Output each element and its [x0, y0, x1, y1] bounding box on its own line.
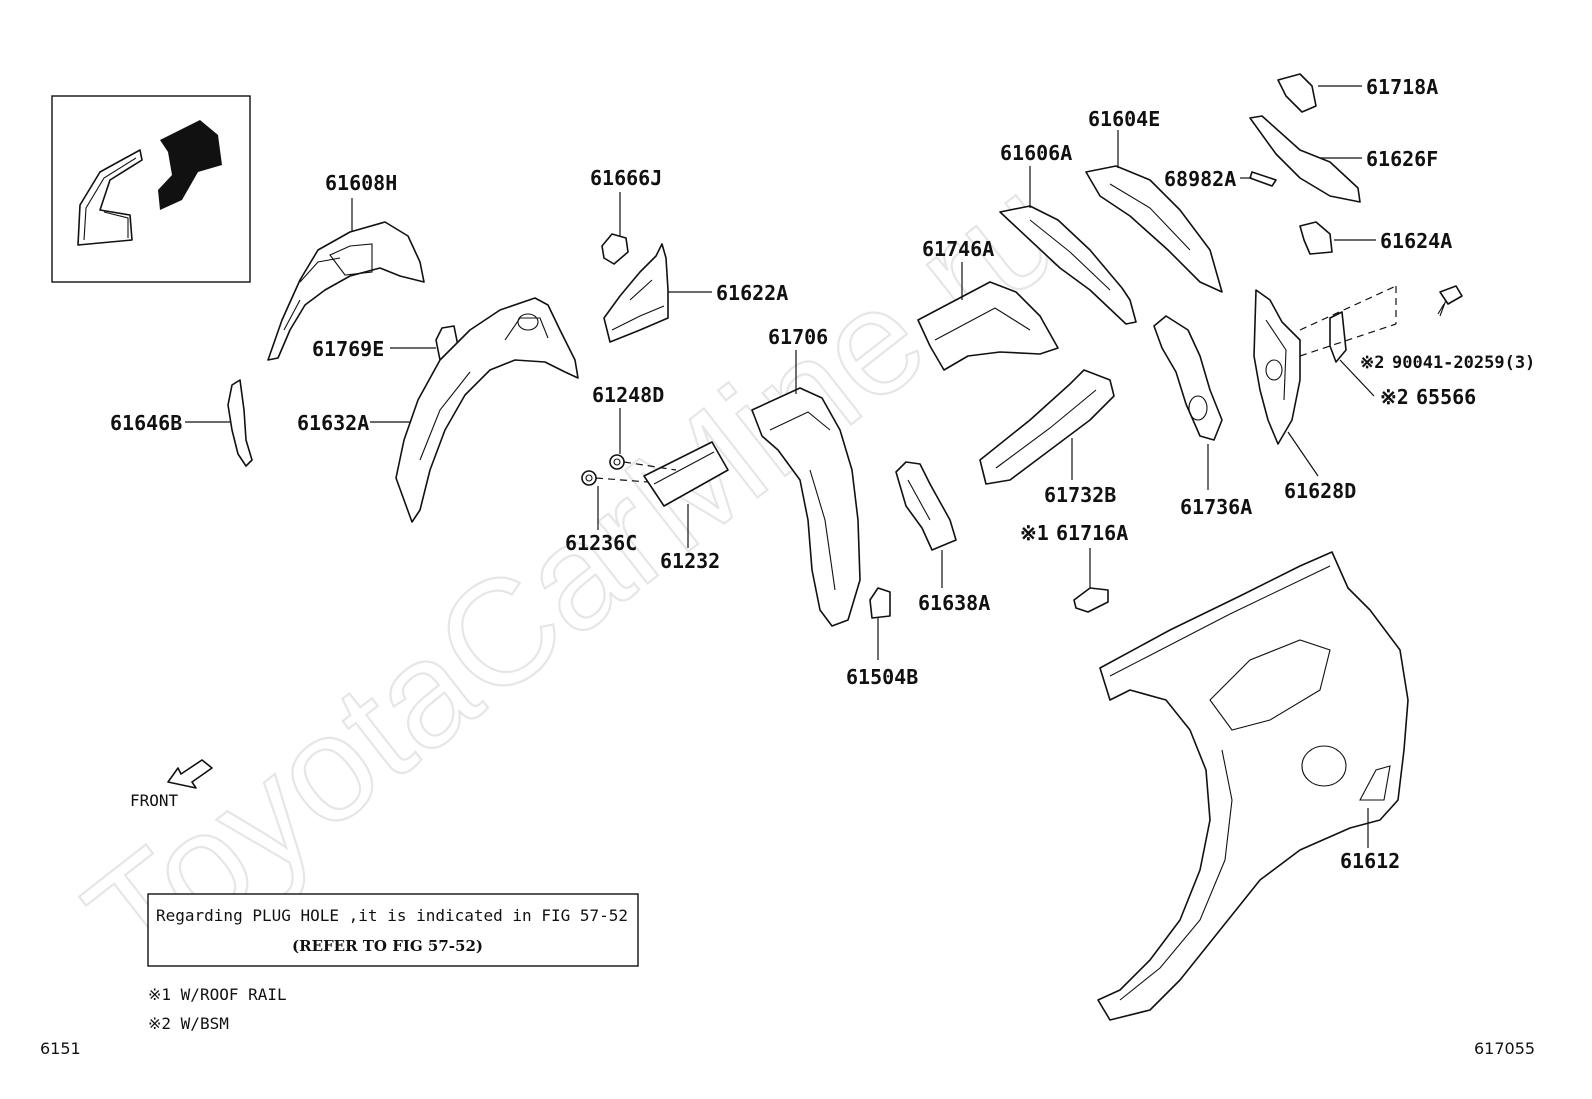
part-68982A[interactable] [1249, 171, 1277, 187]
mark-61716A: ※1 [1020, 521, 1049, 545]
label-61612[interactable]: 61612 [1340, 849, 1400, 873]
part-61624A[interactable] [1299, 221, 1333, 255]
label-61628D[interactable]: 61628D [1284, 479, 1356, 503]
label-90041-20259[interactable]: 90041-20259(3) [1392, 353, 1535, 373]
label-61236C[interactable]: 61236C [565, 531, 637, 555]
mark-90041: ※2 [1360, 353, 1384, 373]
part-61622A[interactable] [603, 243, 669, 343]
vehicle-body-locator-icon [51, 95, 251, 283]
part-61232[interactable] [643, 441, 729, 507]
legend-note-1: ※1 W/ROOF RAIL [148, 985, 287, 1004]
part-65566[interactable] [1329, 311, 1347, 363]
part-61604E[interactable] [1085, 165, 1223, 293]
part-61608H[interactable] [267, 221, 425, 361]
part-61718A[interactable] [1277, 73, 1317, 113]
front-label: FRONT [130, 791, 179, 810]
label-61624A[interactable]: 61624A [1380, 229, 1452, 253]
label-61646B[interactable]: 61646B [110, 411, 182, 435]
front-arrow-icon [167, 759, 213, 789]
label-61769E[interactable]: 61769E [312, 337, 384, 361]
label-61736A[interactable]: 61736A [1180, 495, 1252, 519]
label-65566[interactable]: 65566 [1416, 385, 1476, 409]
part-61646B[interactable] [227, 379, 253, 467]
part-61248D[interactable] [609, 454, 625, 470]
note-line-2: (REFER TO FIG 57-52) [292, 937, 483, 955]
label-61248D[interactable]: 61248D [592, 383, 664, 407]
part-61736A[interactable] [1153, 315, 1223, 441]
label-61608H[interactable]: 61608H [325, 171, 397, 195]
page-code-left: 6151 [40, 1039, 81, 1058]
label-61732B[interactable]: 61732B [1044, 483, 1116, 507]
label-61666J[interactable]: 61666J [590, 166, 662, 190]
part-61628D[interactable] [1253, 289, 1301, 445]
part-61666J[interactable] [601, 233, 629, 265]
part-61504B[interactable] [869, 587, 891, 619]
label-61638A[interactable]: 61638A [918, 591, 990, 615]
part-61746A[interactable] [917, 281, 1059, 371]
label-61232[interactable]: 61232 [660, 549, 720, 573]
part-61606A[interactable] [999, 205, 1137, 325]
part-90041-20259[interactable] [1437, 285, 1463, 317]
part-61716A[interactable] [1073, 587, 1109, 613]
note-box [147, 893, 639, 967]
label-61718A[interactable]: 61718A [1366, 75, 1438, 99]
mark-65566: ※2 [1380, 385, 1409, 409]
part-61632A[interactable] [395, 297, 579, 523]
part-61732B[interactable] [979, 369, 1115, 485]
part-61706[interactable] [751, 387, 861, 627]
part-61612[interactable] [1097, 551, 1409, 1021]
label-68982A[interactable]: 68982A [1164, 167, 1236, 191]
label-61606A[interactable]: 61606A [1000, 141, 1072, 165]
part-61638A[interactable] [895, 461, 957, 551]
page-code-right: 617055 [1474, 1039, 1535, 1058]
note-line-1: Regarding PLUG HOLE ,it is indicated in … [156, 906, 628, 925]
legend-note-2: ※2 W/BSM [148, 1014, 229, 1033]
part-61236C[interactable] [581, 470, 597, 486]
label-61604E[interactable]: 61604E [1088, 107, 1160, 131]
label-61622A[interactable]: 61622A [716, 281, 788, 305]
label-61632A[interactable]: 61632A [297, 411, 369, 435]
part-61626F[interactable] [1249, 115, 1361, 203]
label-61626F[interactable]: 61626F [1366, 147, 1438, 171]
label-61746A[interactable]: 61746A [922, 237, 994, 261]
label-61706[interactable]: 61706 [768, 325, 828, 349]
label-61504B[interactable]: 61504B [846, 665, 918, 689]
label-61716A[interactable]: 61716A [1056, 521, 1128, 545]
